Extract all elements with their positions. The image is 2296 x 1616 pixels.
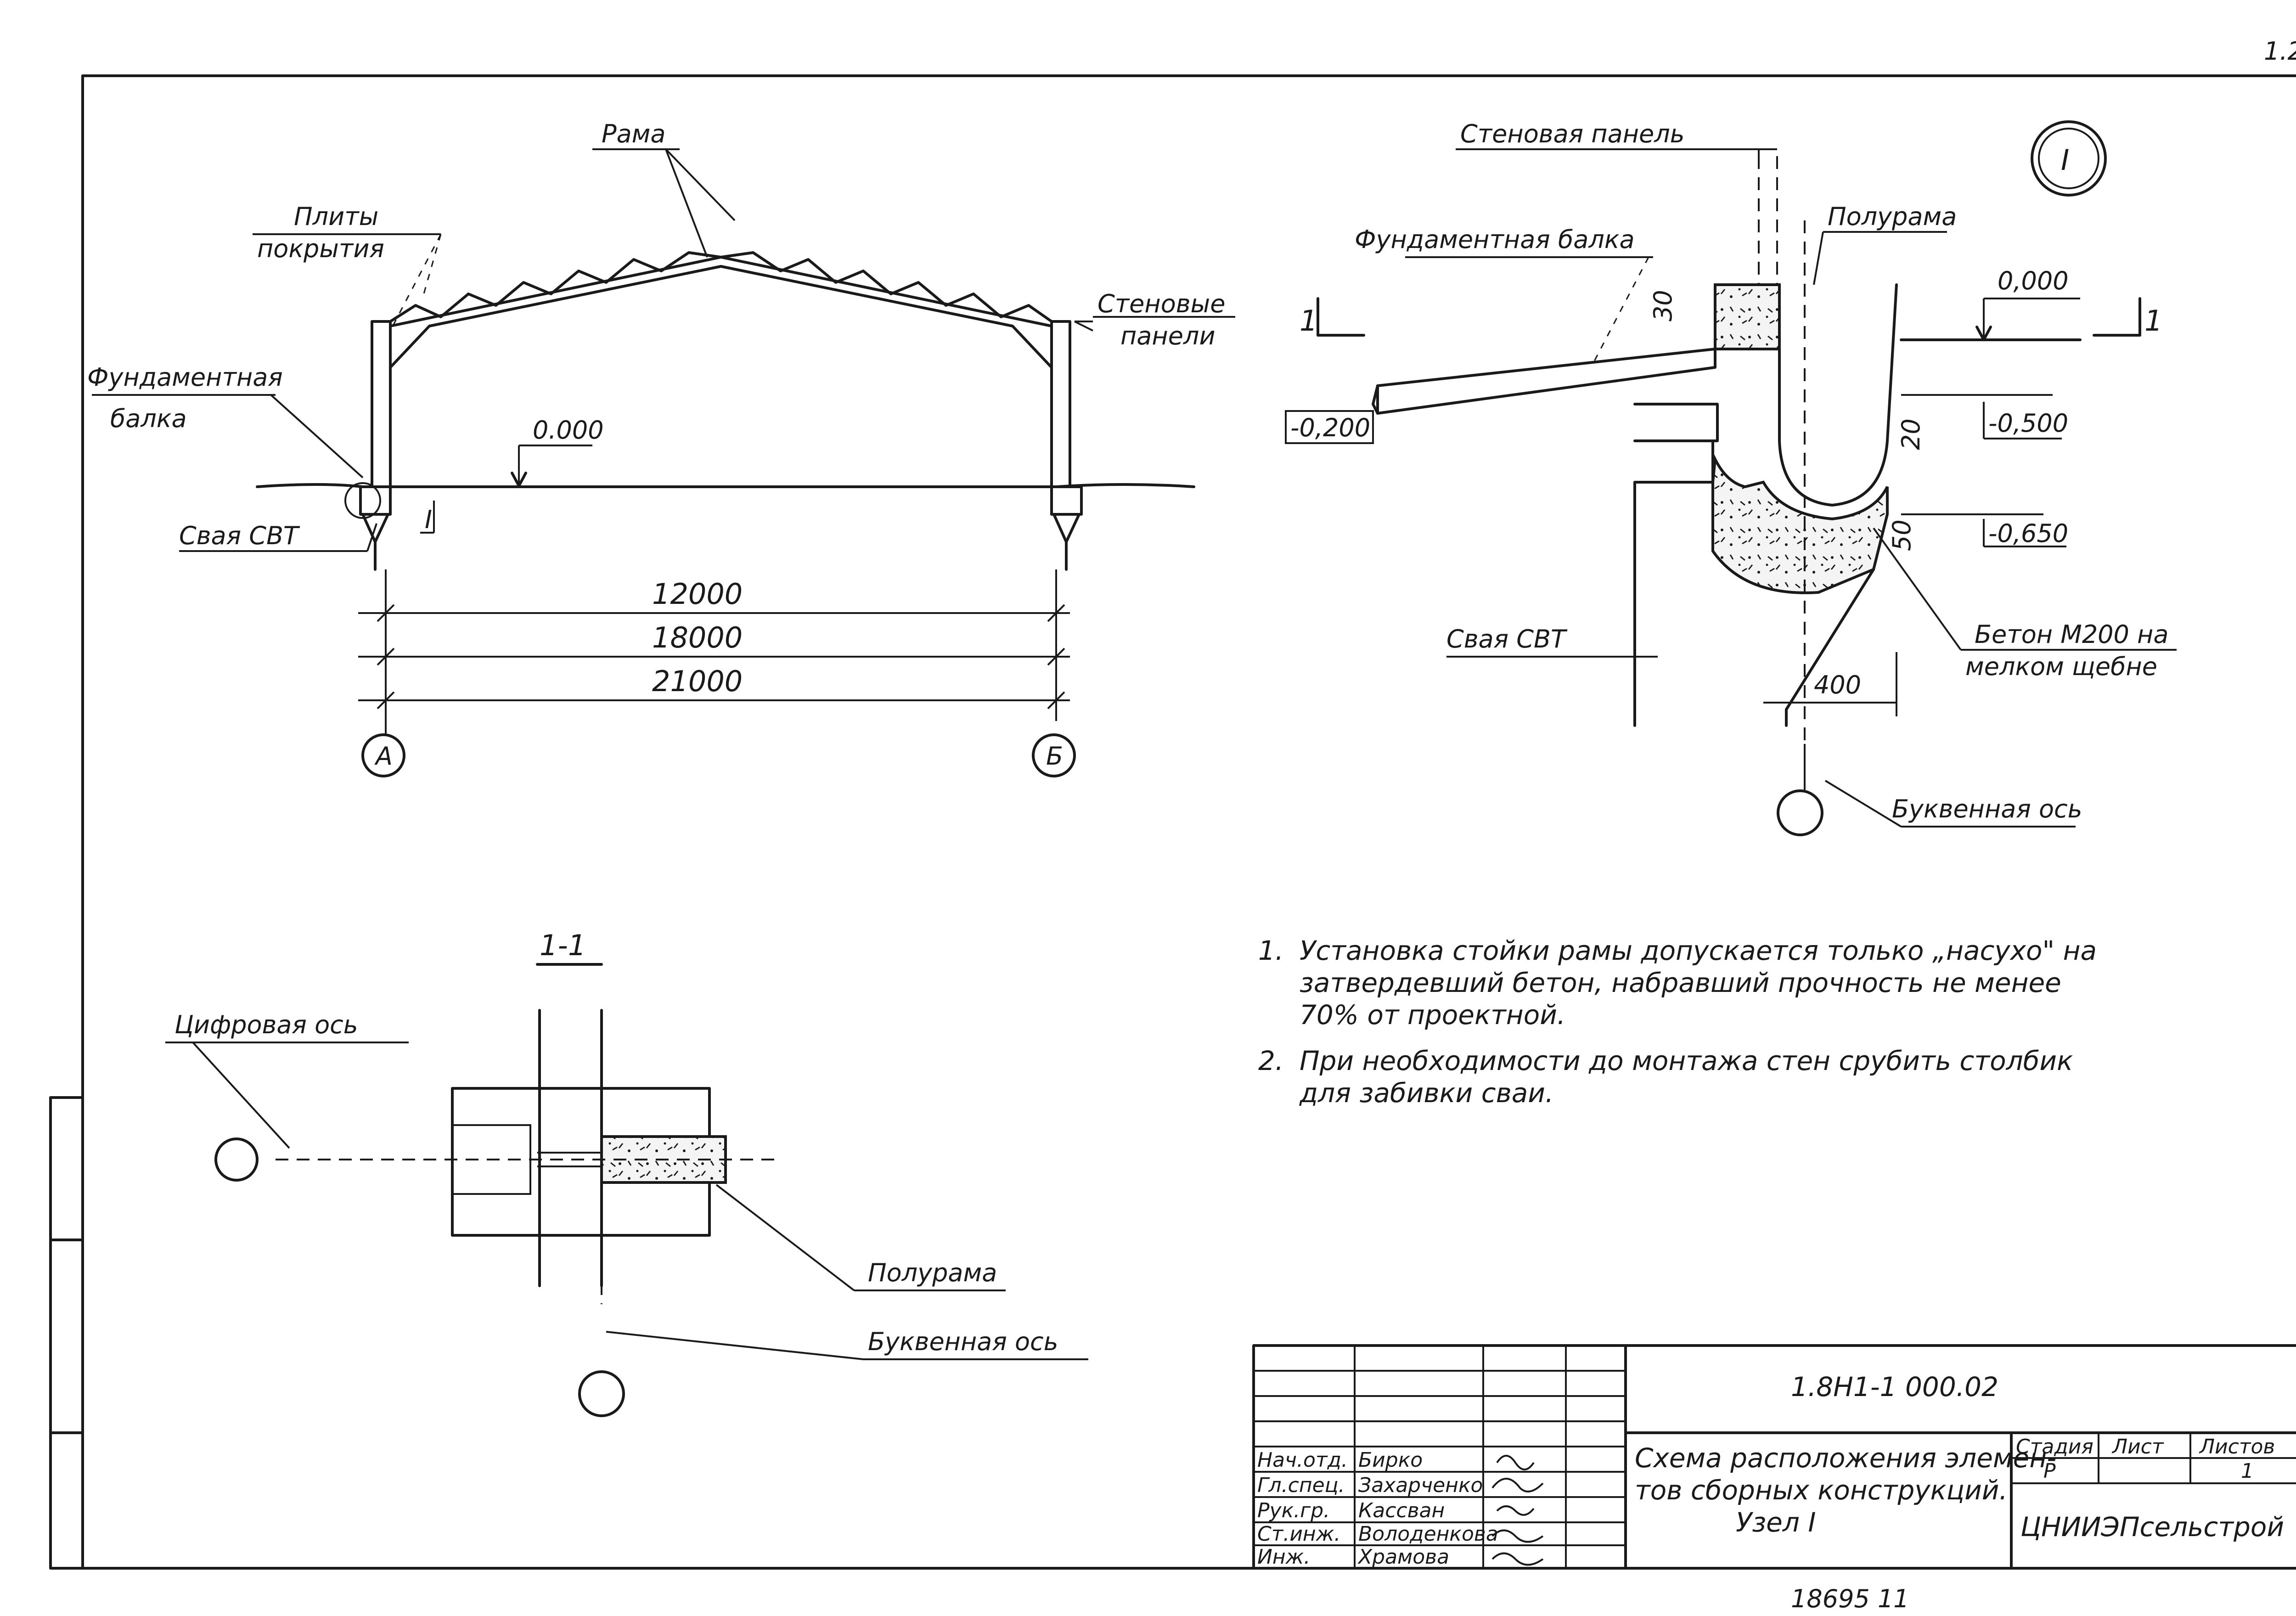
label-digit-axis: Цифровая ось	[174, 1010, 358, 1039]
axis-label-a: А	[374, 742, 393, 771]
level-0650: -0,650	[1988, 519, 2068, 548]
staff-name-3: Кассван	[1358, 1499, 1445, 1522]
signatures	[1491, 1455, 1544, 1566]
half-frame-post	[1714, 283, 1781, 350]
note-1-line-3: 70% от проектной.	[1300, 999, 1565, 1030]
label-detail-pile: Свая СВТ	[1446, 625, 1568, 653]
level-0000: 0,000	[1998, 266, 2069, 295]
note-1-number: 1.	[1258, 935, 1283, 966]
stage-value: Р	[2043, 1459, 2056, 1483]
right-column	[1050, 320, 1071, 488]
label-concrete-1: Бетон М200 на	[1975, 620, 2168, 649]
archive-number: 18695 11	[1791, 1584, 1909, 1613]
notes: 1. Установка стойки рамы допускается тол…	[1258, 935, 2097, 1109]
label-roof-slabs-2: покрытия	[257, 234, 384, 263]
sheets-header: Листов	[2199, 1435, 2275, 1458]
label-foundation-beam: Фундаментная балка	[1355, 225, 1635, 254]
label-wall-panel: Стеновая панель	[1460, 119, 1685, 148]
level-0500: -0,500	[1988, 409, 2068, 438]
organization: ЦНИИЭПсельстрой	[2020, 1511, 2284, 1543]
axis-label-b: Б	[1046, 742, 1063, 771]
frame-outline	[389, 265, 1053, 479]
half-frame-leg	[1778, 283, 1898, 507]
label-frame: Рама	[602, 119, 665, 148]
staff-name-2: Захарченко	[1358, 1474, 1483, 1497]
section-mark-left: 1	[1300, 304, 1317, 338]
axis-bubble-a	[361, 733, 405, 777]
page-number: 1.2	[2264, 37, 2296, 66]
title-line-2: тов сборных конструкций.	[1635, 1475, 2008, 1506]
dim-30: 30	[1649, 290, 1677, 321]
staff-role-4: Ст.инж.	[1257, 1522, 1340, 1546]
note-1-line-2: затвердевший бетон, набравший прочность …	[1300, 967, 2061, 998]
note-2-number: 2.	[1258, 1045, 1283, 1076]
section-mark-right: 1	[2144, 304, 2162, 338]
section-letter-axis-bubble	[578, 1370, 625, 1417]
level-0200: -0,200	[1290, 413, 1370, 442]
node-i-marker	[344, 482, 381, 519]
staff-name-5: Храмова	[1357, 1545, 1449, 1569]
letter-axis-bubble	[1777, 789, 1823, 836]
dim-400: 400	[1814, 670, 1861, 699]
title-line-1: Схема расположения элемен-	[1635, 1442, 2056, 1474]
label-letter-axis: Буквенная ось	[1892, 794, 2082, 823]
note-1-line-1: Установка стойки рамы допускается только…	[1300, 935, 2097, 966]
label-section-letter-axis: Буквенная ось	[868, 1327, 1058, 1356]
doc-code: 1.8Н1-1 000.02	[1791, 1371, 1998, 1402]
node-mark-label: I	[2061, 143, 2069, 177]
staff-role-2: Гл.спец.	[1257, 1474, 1345, 1497]
dim-18000: 18000	[652, 621, 743, 654]
section-1-1-title: 1-1	[540, 929, 586, 962]
label-concrete-2: мелком щебне	[1965, 652, 2157, 681]
staff-name-4: Володенкова	[1358, 1522, 1498, 1546]
digit-axis-bubble	[214, 1137, 259, 1182]
label-node-mark: I	[425, 505, 432, 534]
note-2-line-2: для забивки сваи.	[1299, 1077, 1553, 1109]
label-foundation-beam-2: балка	[110, 404, 187, 433]
dim-21000: 21000	[652, 664, 743, 698]
axis-bubble-b	[1032, 733, 1076, 777]
concrete-fill	[1711, 454, 1889, 594]
dim-50: 50	[1887, 519, 1916, 551]
section-view	[92, 148, 1235, 777]
dim-20: 20	[1896, 418, 1925, 450]
label-wall-panels-2: панели	[1120, 321, 1216, 350]
left-column	[371, 320, 392, 488]
sheets-value: 1	[2241, 1459, 2254, 1483]
sheet-frame	[49, 74, 2296, 1570]
staff-role-3: Рук.гр.	[1257, 1499, 1330, 1522]
staff-role-1: Нач.отд.	[1257, 1448, 1348, 1472]
staff-role-5: Инж.	[1257, 1545, 1310, 1569]
label-section-half-frame: Полурама	[868, 1258, 997, 1287]
roof-slabs	[389, 251, 1053, 323]
label-wall-panels-1: Стеновые	[1097, 289, 1225, 318]
label-pile: Свая СВТ	[179, 521, 300, 550]
title-block	[1252, 1344, 2296, 1570]
label-half-frame: Полурама	[1828, 202, 1957, 231]
label-foundation-beam-1: Фундаментная	[87, 363, 283, 392]
staff-name-1: Бирко	[1358, 1448, 1423, 1472]
stage-header: Стадия	[2016, 1435, 2093, 1458]
dim-12000: 12000	[652, 577, 743, 611]
section-1-1	[165, 963, 1088, 1417]
sheet-header: Лист	[2111, 1435, 2164, 1458]
note-2-line-1: При необходимости до монтажа стен срубит…	[1300, 1045, 2073, 1076]
title-line-3: Узел I	[1736, 1507, 1816, 1538]
label-roof-slabs-1: Плиты	[294, 202, 378, 231]
node-detail	[1285, 120, 2177, 836]
node-mark-circle	[2031, 120, 2107, 197]
label-level-zero: 0.000	[533, 416, 604, 445]
